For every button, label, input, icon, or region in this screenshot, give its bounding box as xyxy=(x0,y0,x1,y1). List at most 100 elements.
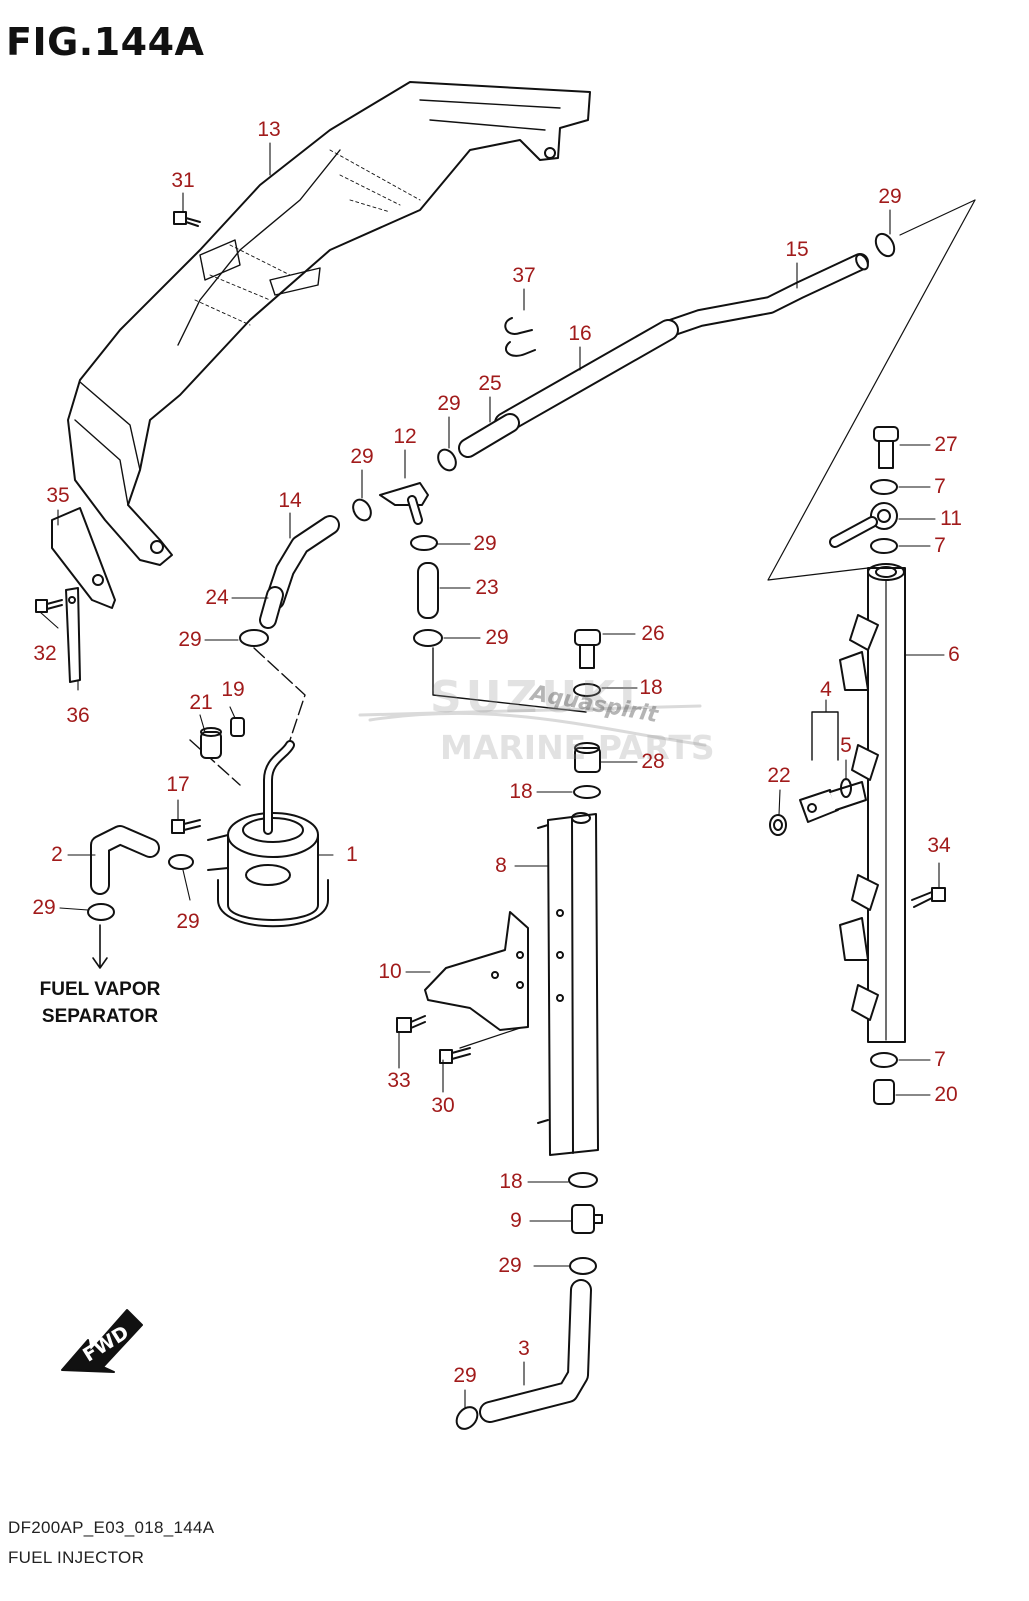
hose-16-part[interactable] xyxy=(494,319,679,434)
callout-10[interactable]: 10 xyxy=(378,960,402,983)
washer-7-top-part[interactable] xyxy=(870,479,898,495)
hose-3-part[interactable] xyxy=(479,1279,592,1423)
fitting-28-part[interactable] xyxy=(574,742,601,773)
callout-29-hose-left[interactable]: 29 xyxy=(178,628,202,651)
clamp-29-top-right-part[interactable] xyxy=(872,231,898,260)
callout-15[interactable]: 15 xyxy=(785,238,809,261)
callout-18-middle[interactable]: 18 xyxy=(509,780,533,803)
callout-30[interactable]: 30 xyxy=(431,1094,455,1117)
clamp-29-hose-middle-part[interactable] xyxy=(413,629,443,647)
bolt-32-part[interactable] xyxy=(35,599,63,613)
callout-32[interactable]: 32 xyxy=(33,642,57,665)
washer-18-bottom-part[interactable] xyxy=(568,1172,598,1188)
callout-29-bottom[interactable]: 29 xyxy=(453,1364,477,1387)
callout-14[interactable]: 14 xyxy=(278,489,302,512)
callout-29-joint-right[interactable]: 29 xyxy=(437,392,461,415)
bolt-17-part[interactable] xyxy=(171,819,201,834)
callout-9[interactable]: 9 xyxy=(510,1209,522,1232)
clamp-29-joint-down-part[interactable] xyxy=(410,535,438,551)
callout-2[interactable]: 2 xyxy=(51,843,63,866)
callout-28[interactable]: 28 xyxy=(641,750,665,773)
callout-3[interactable]: 3 xyxy=(518,1337,530,1360)
callout-7-middle[interactable]: 7 xyxy=(934,534,946,557)
washer-18-middle-part[interactable] xyxy=(573,785,601,799)
callout-4[interactable]: 4 xyxy=(820,678,832,701)
callout-7-top[interactable]: 7 xyxy=(934,475,946,498)
callout-11[interactable]: 11 xyxy=(940,507,962,530)
clamp-29-lower-part[interactable] xyxy=(569,1257,597,1275)
callout-21[interactable]: 21 xyxy=(189,691,213,714)
callout-8[interactable]: 8 xyxy=(495,854,507,877)
hose-25-part[interactable] xyxy=(458,413,520,458)
bolt-34-part[interactable] xyxy=(911,887,946,908)
callout-19[interactable]: 19 xyxy=(221,678,245,701)
clip-37-part[interactable] xyxy=(504,317,536,357)
callout-18-top[interactable]: 18 xyxy=(639,676,663,699)
plug-20-part[interactable] xyxy=(873,1079,895,1105)
clamp-29-joint-left-part[interactable] xyxy=(350,496,375,523)
grommet-21-part[interactable] xyxy=(200,727,222,759)
callout-16[interactable]: 16 xyxy=(568,322,592,345)
callout-13[interactable]: 13 xyxy=(257,118,281,141)
bolt-30-part[interactable] xyxy=(439,1047,471,1064)
callout-29-vapor[interactable]: 29 xyxy=(32,896,56,919)
banjo-11-part[interactable] xyxy=(829,502,898,548)
bolt-31-part[interactable] xyxy=(173,211,201,227)
callout-29-separator[interactable]: 29 xyxy=(176,910,200,933)
callout-37[interactable]: 37 xyxy=(512,264,536,287)
hose-14-part[interactable] xyxy=(265,515,340,610)
injector-4-part[interactable] xyxy=(799,781,867,823)
callout-34[interactable]: 34 xyxy=(927,834,951,857)
callout-29-joint-left[interactable]: 29 xyxy=(350,445,374,468)
callout-24[interactable]: 24 xyxy=(205,586,229,609)
collar-19-part[interactable] xyxy=(230,717,245,737)
hose-2-part[interactable] xyxy=(90,825,160,895)
washer-7-bottom-part[interactable] xyxy=(870,1052,898,1068)
clamp-29-bottom-part[interactable] xyxy=(452,1403,481,1433)
callout-22[interactable]: 22 xyxy=(767,764,791,787)
vapor-separator-1-part[interactable] xyxy=(207,740,329,928)
callout-6[interactable]: 6 xyxy=(948,643,960,666)
callout-35[interactable]: 35 xyxy=(46,484,70,507)
bolt-26-part[interactable] xyxy=(574,629,601,669)
callout-36[interactable]: 36 xyxy=(66,704,90,727)
callout-17[interactable]: 17 xyxy=(166,773,190,796)
clamp-29-hose-left-part[interactable] xyxy=(239,629,269,647)
clamp-29-joint-right-part[interactable] xyxy=(435,446,460,473)
seal-22-part[interactable] xyxy=(769,814,787,836)
joint-12-part[interactable] xyxy=(379,482,429,525)
callout-29-joint-down[interactable]: 29 xyxy=(473,532,497,555)
washer-7-middle-part[interactable] xyxy=(870,538,898,554)
callout-18-bottom[interactable]: 18 xyxy=(499,1170,523,1193)
fitting-9-part[interactable] xyxy=(571,1204,603,1234)
hose-15-part[interactable] xyxy=(656,253,870,339)
callout-29-lower[interactable]: 29 xyxy=(498,1254,522,1277)
callout-26[interactable]: 26 xyxy=(641,622,665,645)
clamp-36-part[interactable] xyxy=(65,587,81,683)
bolt-33-part[interactable] xyxy=(396,1015,426,1033)
callout-29-hose-middle[interactable]: 29 xyxy=(485,626,509,649)
callout-20[interactable]: 20 xyxy=(934,1083,958,1106)
intake-cover-part[interactable] xyxy=(67,81,591,566)
callout-5[interactable]: 5 xyxy=(840,734,852,757)
hose-24-part[interactable] xyxy=(259,586,284,629)
fuel-rail-6-part[interactable] xyxy=(839,563,906,1043)
callout-31[interactable]: 31 xyxy=(171,169,195,192)
washer-18-top-part[interactable] xyxy=(573,683,601,697)
callout-29-top-right[interactable]: 29 xyxy=(878,185,902,208)
callout-33[interactable]: 33 xyxy=(387,1069,411,1092)
delivery-pipe-8-part[interactable] xyxy=(537,812,599,1156)
hose-23-part[interactable] xyxy=(417,562,439,619)
bracket-35-part[interactable] xyxy=(51,507,116,609)
callout-23[interactable]: 23 xyxy=(475,576,499,599)
callout-7-bottom[interactable]: 7 xyxy=(934,1048,946,1071)
fwd-arrow-icon xyxy=(61,1309,143,1373)
callout-12[interactable]: 12 xyxy=(393,425,417,448)
callout-1[interactable]: 1 xyxy=(346,843,358,866)
clamp-29-separator-part[interactable] xyxy=(168,854,194,870)
bolt-27-part[interactable] xyxy=(873,426,899,469)
callout-25[interactable]: 25 xyxy=(478,372,502,395)
bracket-10-part[interactable] xyxy=(424,911,529,1031)
callout-27[interactable]: 27 xyxy=(934,433,958,456)
clamp-29-vapor-part[interactable] xyxy=(87,903,115,921)
